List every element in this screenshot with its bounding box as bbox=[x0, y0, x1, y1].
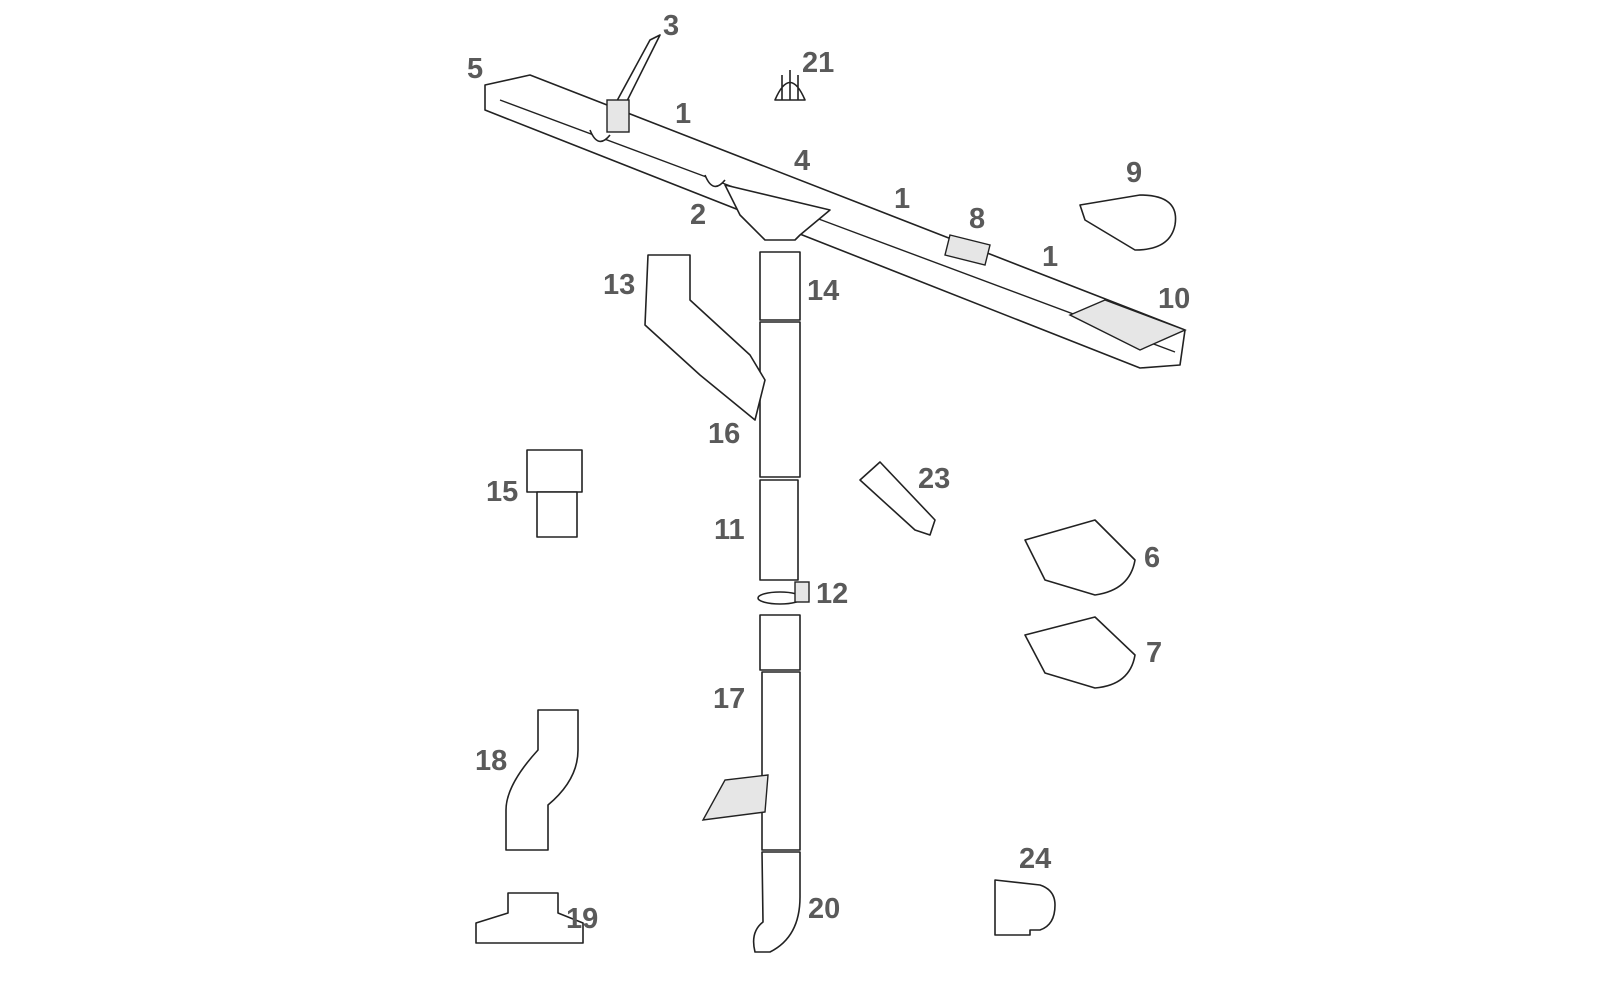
label-part-10: 10 bbox=[1158, 283, 1190, 315]
label-part-1b: 1 bbox=[894, 183, 910, 215]
label-part-15: 15 bbox=[486, 476, 518, 508]
label-part-6: 6 bbox=[1144, 542, 1160, 574]
downpipe bbox=[701, 251, 810, 953]
gutter-bracket-hook bbox=[589, 129, 611, 143]
label-part-23: 23 bbox=[918, 463, 950, 495]
label-part-17: 17 bbox=[713, 683, 745, 715]
label-part-1: 1 bbox=[675, 98, 691, 130]
label-part-13: 13 bbox=[603, 269, 635, 301]
y-branch-pipe bbox=[644, 254, 766, 421]
label-part-19: 19 bbox=[566, 903, 598, 935]
gutter-run bbox=[484, 74, 1187, 369]
hanger-strap bbox=[606, 34, 661, 133]
label-part-14: 14 bbox=[807, 275, 839, 307]
label-part-20: 20 bbox=[808, 893, 840, 925]
label-part-16: 16 bbox=[708, 418, 740, 450]
part-labels: 3 5 21 1 4 9 1 8 2 1 13 14 10 16 23 15 1… bbox=[467, 10, 1190, 935]
label-part-9: 9 bbox=[1126, 157, 1142, 189]
label-part-21: 21 bbox=[802, 47, 834, 79]
elbow bbox=[994, 879, 1056, 936]
gutter-connector bbox=[1079, 194, 1177, 251]
label-part-12: 12 bbox=[816, 578, 848, 610]
internal-corner bbox=[1024, 616, 1136, 689]
leaf-guard bbox=[774, 70, 806, 101]
offset-bend bbox=[505, 709, 579, 851]
sealant-tube bbox=[859, 461, 936, 536]
label-part-1c: 1 bbox=[1042, 241, 1058, 273]
gutter-outlet bbox=[724, 184, 831, 241]
gutter-bracket-hook-2 bbox=[704, 174, 726, 188]
label-part-2: 2 bbox=[690, 199, 706, 231]
label-part-24: 24 bbox=[1019, 843, 1051, 875]
label-part-3: 3 bbox=[663, 10, 679, 42]
label-part-4: 4 bbox=[794, 145, 810, 177]
external-corner bbox=[1024, 519, 1136, 596]
pipe-adapter bbox=[475, 892, 584, 944]
label-part-7: 7 bbox=[1146, 637, 1162, 669]
label-part-5: 5 bbox=[467, 53, 483, 85]
label-part-11: 11 bbox=[714, 514, 745, 546]
label-part-18: 18 bbox=[475, 745, 507, 777]
label-part-8: 8 bbox=[969, 203, 985, 235]
reducer bbox=[526, 449, 583, 538]
